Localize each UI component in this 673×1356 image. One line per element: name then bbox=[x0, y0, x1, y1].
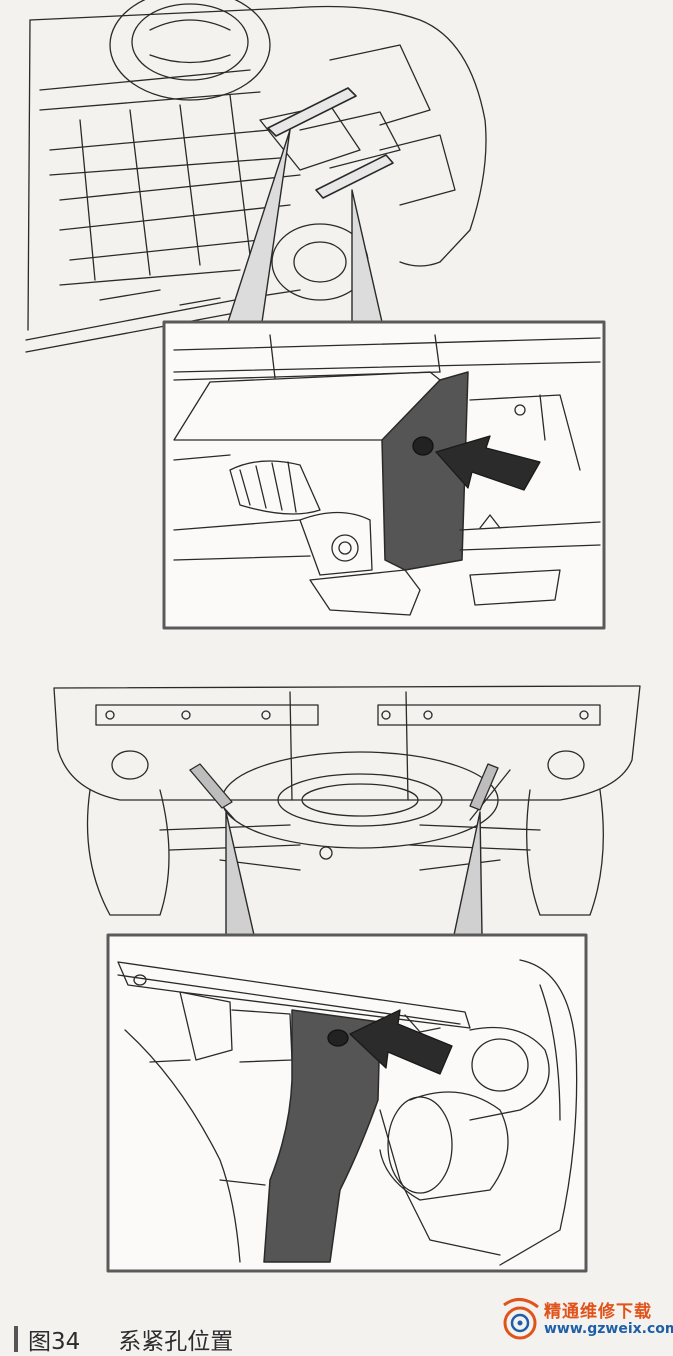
watermark-url: www.gzweix.com bbox=[544, 1321, 673, 1337]
rear-pointer-arrow bbox=[349, 1009, 453, 1075]
rear-underbody-overview bbox=[53, 685, 641, 916]
caption-bar bbox=[14, 1326, 18, 1352]
figure-title: 系紧孔位置 bbox=[118, 1329, 234, 1355]
watermark-site-name: 精通维修下载 bbox=[544, 1302, 652, 1322]
front-underbody-overview bbox=[25, 0, 487, 353]
figure-caption: 图34 系紧孔位置 bbox=[14, 1322, 233, 1356]
rear-callout-wedges bbox=[225, 811, 483, 936]
rear-tie-down-hole-detail bbox=[106, 933, 588, 1273]
watermark: 精通维修下载 www.gzweix.com bbox=[498, 1293, 673, 1345]
watermark-logo-icon bbox=[503, 1298, 539, 1340]
front-pointer-arrow bbox=[435, 435, 541, 491]
figure-number: 图34 bbox=[28, 1329, 81, 1355]
front-tie-down-hole-detail bbox=[162, 320, 606, 630]
